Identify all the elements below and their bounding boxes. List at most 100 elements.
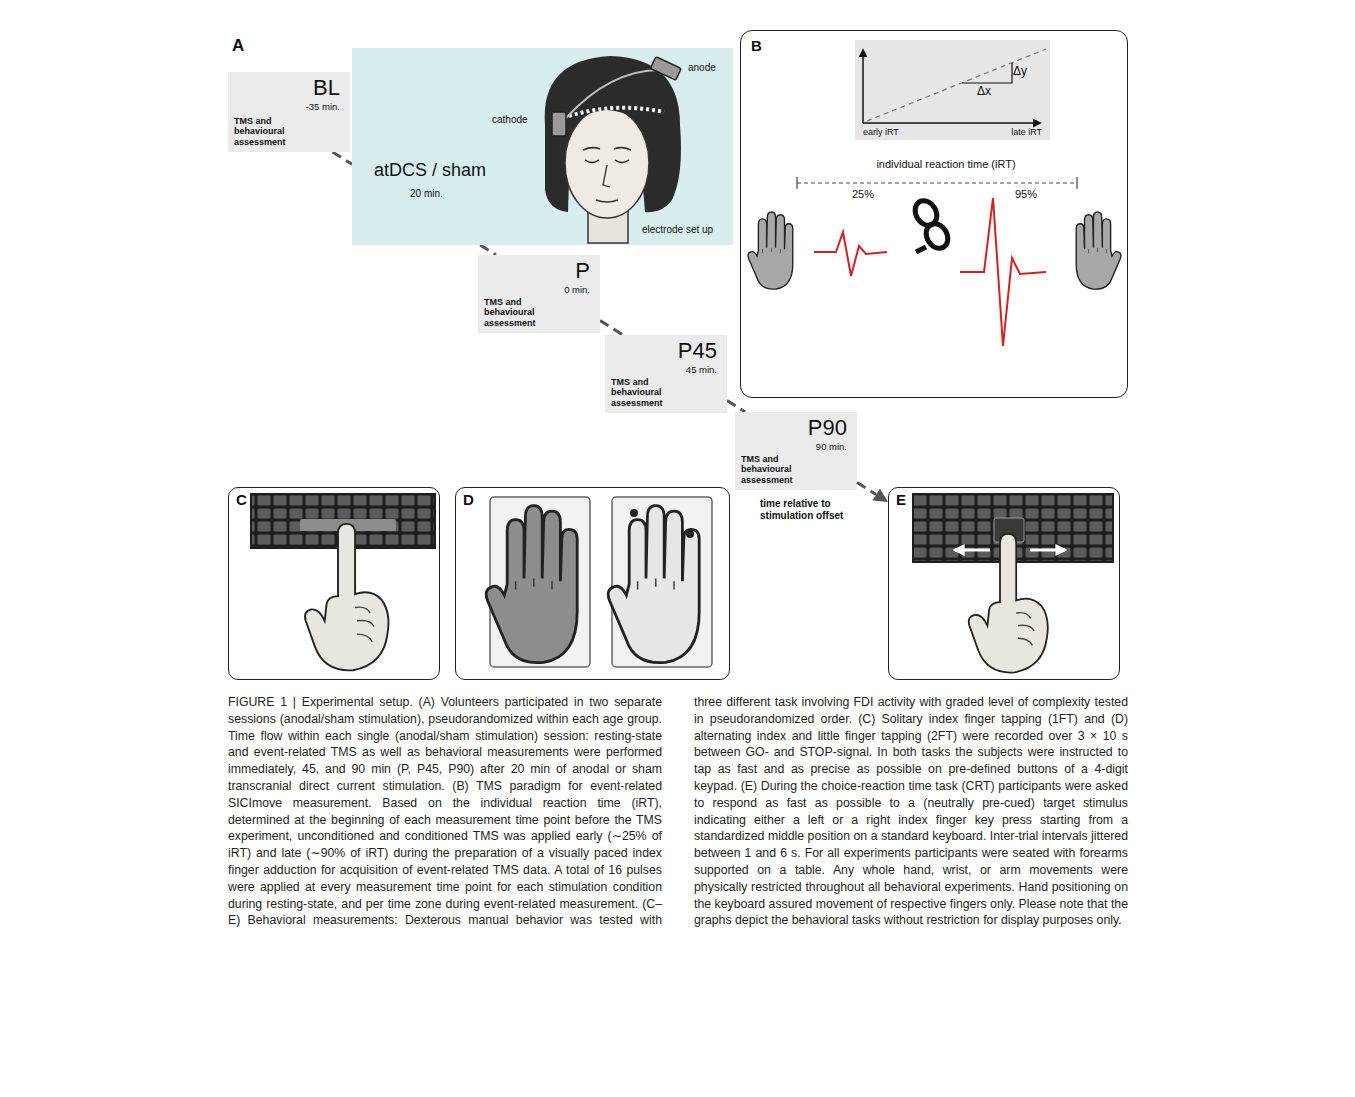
- text-slot: 25%: [852, 188, 874, 201]
- head-drawing: [583, 148, 631, 150]
- node-text: D: [463, 491, 474, 508]
- node-text: electrode set up: [642, 224, 713, 236]
- plot-axes: [962, 63, 1012, 83]
- head-drawing: [560, 92, 654, 140]
- node-text: anode: [688, 62, 716, 74]
- keyboard-drawing: [914, 495, 1112, 561]
- timepoint-box: P90 90 min.TMS and behavioural assessment: [735, 412, 857, 490]
- panel-box: C: [228, 487, 440, 680]
- node-text: BL: [313, 75, 340, 100]
- node-text: individual reaction time (iRT): [856, 158, 1036, 171]
- node-text: TMS and behavioural assessment: [484, 297, 564, 328]
- node-text: TMS and behavioural assessment: [741, 454, 821, 485]
- plot-axes: [863, 49, 1046, 123]
- hand-drawing: [608, 506, 699, 663]
- node-text: Δy: [1013, 65, 1027, 79]
- text-slot: P90: [808, 415, 847, 440]
- text-slot: Δy: [1013, 65, 1027, 79]
- text-slot: late iRT: [1011, 127, 1042, 137]
- text-slot: early iRT: [863, 127, 899, 137]
- reaction-time-scale: [796, 177, 797, 189]
- timeline-arrow: [857, 482, 888, 502]
- keyboard-drawing: [250, 493, 436, 549]
- head-drawing: [552, 112, 566, 136]
- head-drawing: [650, 57, 681, 81]
- hand-drawing: [969, 534, 1048, 673]
- node-text: TMS and behavioural assessment: [611, 377, 691, 408]
- node-text: C: [236, 491, 247, 508]
- tms-coil: [911, 197, 952, 253]
- text-slot: TMS and behavioural assessment: [234, 116, 314, 147]
- timeline-arrow: [872, 489, 888, 502]
- timeline-connector: [333, 152, 352, 164]
- hand-drawing: [630, 509, 638, 517]
- mep-trace: [960, 198, 1046, 346]
- plot-axes: [867, 49, 1046, 121]
- text-slot: BL: [313, 75, 340, 100]
- text-slot: electrode set up: [642, 224, 713, 236]
- text-slot: 0 min.: [564, 285, 590, 296]
- head-drawing: [565, 108, 649, 218]
- head-drawing: [596, 200, 618, 202]
- hand-drawing: [486, 506, 577, 663]
- reaction-time-scale: [797, 182, 1077, 183]
- keyboard-drawing: [955, 549, 990, 552]
- node-text: 95%: [1015, 188, 1037, 201]
- text-slot: individual reaction time (iRT): [856, 158, 1036, 171]
- text-slot: E: [896, 491, 906, 508]
- timeline-arrow: [857, 482, 876, 494]
- text-slot: B: [751, 37, 762, 54]
- node-text: early iRT: [863, 127, 899, 137]
- keypad-drawing: [490, 497, 712, 667]
- mep-trace: [814, 198, 1046, 346]
- plot-axes: [863, 122, 1040, 124]
- keyboard-drawing: [252, 495, 434, 547]
- text-slot: 45 min.: [686, 365, 717, 376]
- panel-box: E: [888, 487, 1120, 680]
- node-text: 20 min.: [410, 188, 443, 200]
- text-slot: A: [232, 36, 244, 56]
- node-text: 0 min.: [564, 285, 590, 296]
- keypad-drawing: [612, 497, 712, 667]
- panel-box: D: [455, 487, 730, 680]
- node-text: atDCS / sham: [374, 160, 486, 181]
- node-text: Δx: [977, 85, 991, 99]
- hand-drawing: [969, 534, 1048, 673]
- head-drawing: [545, 56, 681, 212]
- head-drawing: [566, 70, 660, 118]
- node-text: E: [896, 491, 906, 508]
- tms-coil: [911, 197, 941, 230]
- node-text: late iRT: [1011, 127, 1042, 137]
- hand-drawing: [305, 524, 388, 670]
- head-drawing: [552, 108, 664, 122]
- mep-trace: [814, 232, 887, 276]
- hand-drawing: [686, 530, 694, 538]
- text-slot: 95%: [1015, 188, 1037, 201]
- hand-drawing: [305, 524, 388, 670]
- text-slot: P45: [678, 338, 717, 363]
- timeline-connector: [480, 245, 496, 255]
- timepoint-box: P45 45 min.TMS and behavioural assessment: [605, 335, 727, 413]
- reaction-time-scale: [797, 177, 1077, 189]
- plot-box: early iRT late iRT ΔyΔx: [855, 40, 1050, 140]
- text-slot: TMS and behavioural assessment: [484, 297, 564, 328]
- node-text: B: [751, 37, 762, 54]
- node-text: 25%: [852, 188, 874, 201]
- text-slot: FIGURE 1 | Experimental setup. (A) Volun…: [228, 694, 1128, 929]
- tms-coil: [922, 220, 952, 253]
- keypad-drawing: [490, 497, 590, 667]
- text-slot: -35 min.: [306, 102, 340, 113]
- panel-letter: A: [232, 36, 244, 56]
- text-slot: atDCS / sham: [374, 160, 486, 181]
- head-drawing: [603, 165, 610, 187]
- timeline-connector: [600, 321, 623, 336]
- text-slot: TMS and behavioural assessment: [611, 377, 691, 408]
- text-slot: P: [575, 258, 590, 283]
- timepoint-box: P 0 min.TMS and behavioural assessment: [478, 255, 600, 333]
- text-slot: 90 min.: [816, 442, 847, 453]
- keyboard-drawing: [300, 519, 396, 531]
- node-text: cathode: [492, 114, 528, 126]
- text-slot: D: [463, 491, 474, 508]
- keyboard-drawing: [1030, 549, 1065, 552]
